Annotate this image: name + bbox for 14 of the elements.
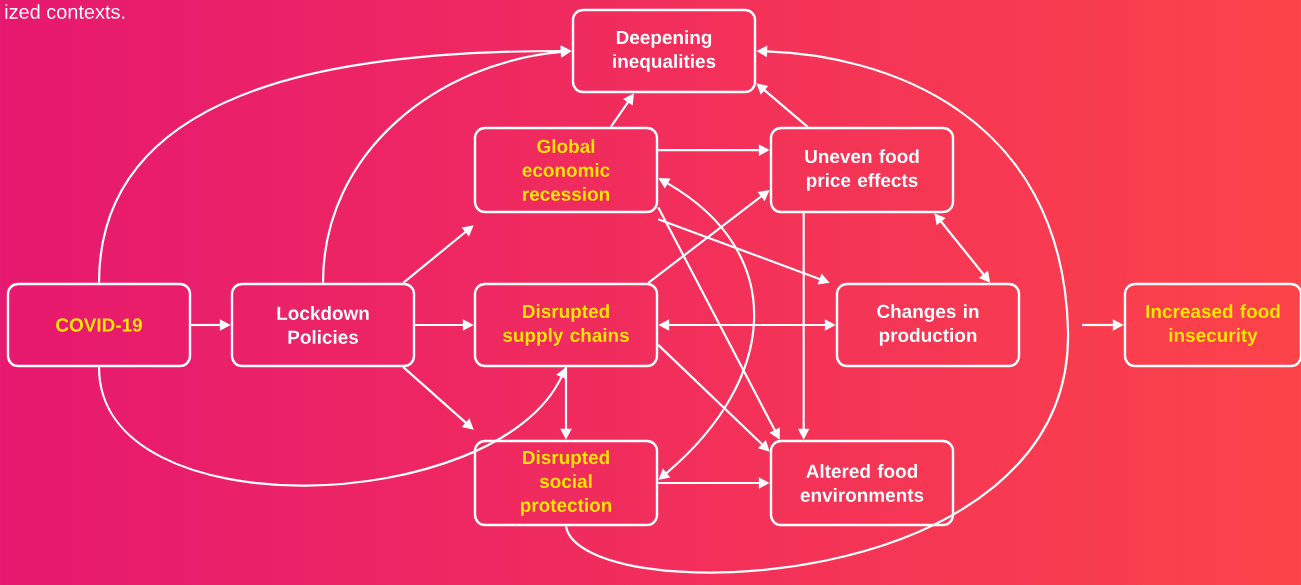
process-box: Changes in production xyxy=(835,282,1021,368)
process-box: Increased food insecurity xyxy=(1123,282,1301,368)
arrow xyxy=(657,344,770,452)
process-box: Uneven food price effects xyxy=(769,126,955,214)
process-box: Altered food environments xyxy=(769,439,955,527)
arrow xyxy=(97,366,567,487)
arrow xyxy=(402,366,474,430)
process-box: COVID-19 xyxy=(6,282,192,368)
process-box: Disrupted supply chains xyxy=(473,282,659,368)
process-box: Deepening inequalities xyxy=(571,8,757,94)
process-box: Disrupted social protection xyxy=(473,439,659,527)
process-box: Lockdown Policies xyxy=(230,282,416,368)
process-box: Global economic recession xyxy=(473,126,659,214)
note-text: ized contexts. xyxy=(5,4,125,19)
